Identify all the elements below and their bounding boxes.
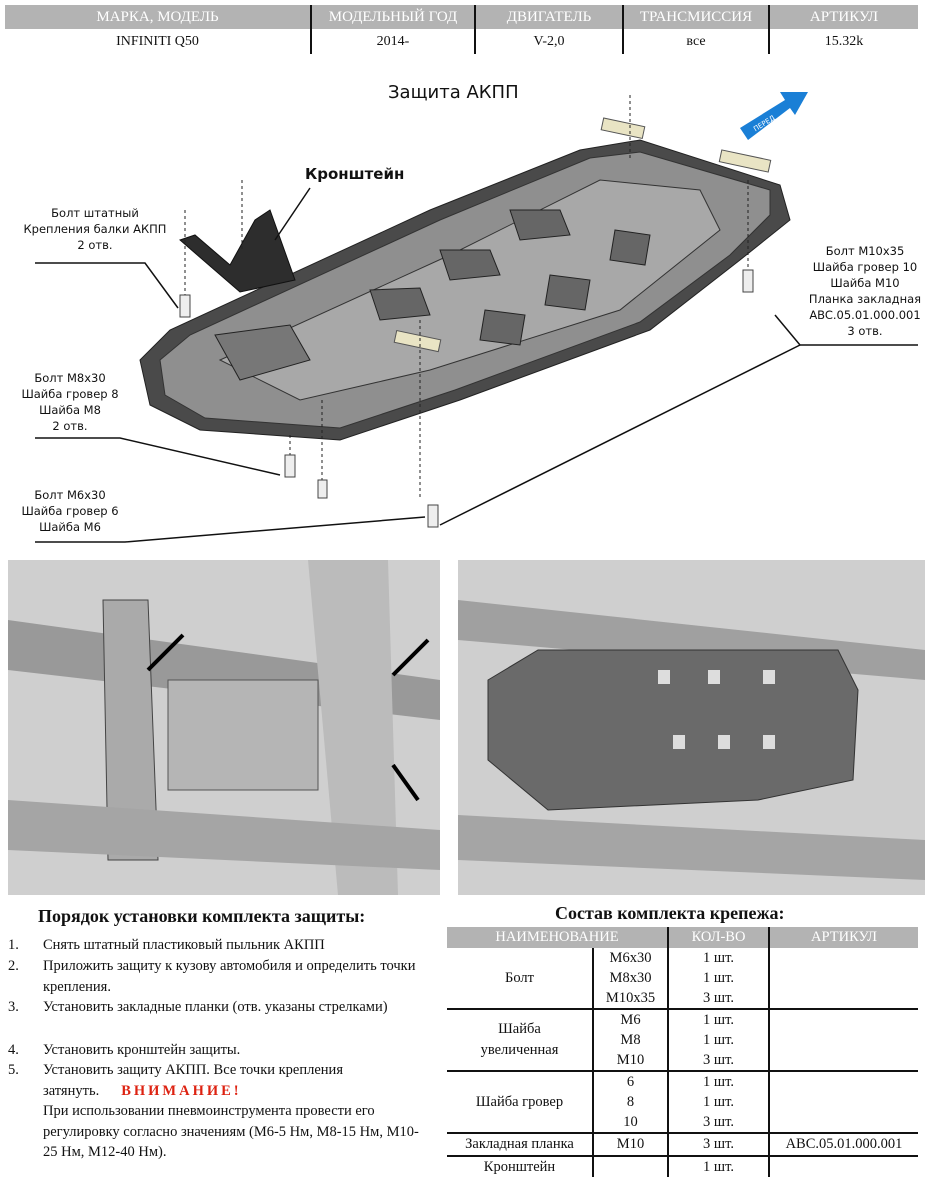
callout-line: Шайба М8	[39, 403, 101, 417]
callout-std-bolt: Болт штатный Крепления балки АКПП 2 отв.	[20, 205, 170, 253]
kit-title: Состав комплекта крепежа:	[555, 903, 785, 923]
transmission: все	[622, 29, 769, 54]
item-qty: 1 шт.1 шт.3 шт.	[667, 1009, 769, 1072]
col-make-model: МАРКА, МОДЕЛЬ	[5, 5, 311, 29]
step-number: 3.	[8, 999, 19, 1015]
item-article: ABC.05.01.000.001	[768, 1133, 918, 1157]
step-text: Приложить защиту к кузову автомобиля и о…	[43, 958, 416, 995]
col-model-year: МОДЕЛЬНЫЙ ГОД	[310, 5, 475, 29]
item-qty: 1 шт.1 шт.3 шт.	[667, 1071, 769, 1134]
item-sizes: М10	[592, 1133, 668, 1157]
callout-line: ABC.05.01.000.001	[809, 308, 921, 322]
col-name: НАИМЕНОВАНИЕ	[447, 927, 668, 948]
item-article	[768, 1071, 918, 1134]
step-number: 5.	[8, 1062, 19, 1078]
callout-m6: Болт М6х30 Шайба гровер 6 Шайба М6	[20, 487, 120, 535]
item-name: Шайба увеличенная	[447, 1009, 593, 1072]
instruction-step: 2. Приложить защиту к кузову автомобиля …	[8, 956, 428, 997]
col-article: АРТИКУЛ	[768, 5, 918, 29]
callout-line: Болт М10х35	[825, 244, 905, 258]
item-name: Кронштейн	[483, 1158, 556, 1175]
step-text: Установить закладные планки (отв. указан…	[43, 999, 388, 1015]
step-number: 2.	[8, 958, 19, 974]
bolt-icons	[179, 269, 754, 528]
photo-underbody-installed	[458, 560, 925, 895]
mounting-plates	[393, 117, 772, 353]
callout-line: 2 отв.	[77, 238, 113, 252]
callout-m10: Болт М10х35 Шайба гровер 10 Шайба М10 Пл…	[800, 243, 930, 339]
step-number: 4.	[8, 1042, 19, 1058]
kit-row-bracket: Кронштейн 1 шт.	[447, 1155, 918, 1177]
callout-line: Крепления балки АКПП	[23, 222, 167, 236]
make-model: INFINITI Q50	[116, 33, 199, 49]
model-year: 2014-	[310, 29, 475, 54]
col-transmission: ТРАНСМИССИЯ	[622, 5, 769, 29]
kit-row-mounting-plate: Закладная планка М10 3 шт. ABC.05.01.000…	[447, 1133, 918, 1157]
col-article: АРТИКУЛ	[768, 927, 918, 948]
item-qty: 3 шт.	[667, 1133, 769, 1157]
warning-label: ВНИМАНИЕ!	[121, 1082, 242, 1099]
instruction-step: 3. Установить закладные планки (отв. ука…	[8, 997, 428, 1038]
front-arrow-icon: ПЕРЕД	[740, 92, 808, 140]
item-qty: 1 шт.1 шт.3 шт.	[667, 948, 769, 1010]
instruction-step: 5. Установить защиту АКПП. Все точки кре…	[8, 1060, 428, 1170]
callout-line: Шайба М10	[830, 276, 900, 290]
step-text: Установить кронштейн защиты.	[43, 1042, 241, 1058]
item-article	[768, 1009, 918, 1072]
engine: V-2,0	[474, 29, 623, 54]
item-name: Шайба гровер	[447, 1071, 593, 1134]
item-article	[768, 948, 918, 1010]
callout-line: Шайба гровер 8	[21, 387, 119, 401]
item-sizes	[592, 1155, 668, 1177]
callout-line: Болт штатный	[51, 206, 139, 220]
bracket-part	[179, 209, 296, 293]
item-article	[768, 1155, 918, 1177]
callout-line: Шайба гровер 10	[812, 260, 918, 274]
callout-lines	[35, 187, 918, 543]
vehicle-spec-table: МАРКА, МОДЕЛЬ МОДЕЛЬНЫЙ ГОД ДВИГАТЕЛЬ ТР…	[5, 5, 918, 54]
instruction-step: 4. Установить кронштейн защиты.	[8, 1040, 428, 1061]
step-number: 1.	[8, 937, 19, 953]
instructions-title: Порядок установки комплекта защиты:	[38, 906, 366, 926]
item-name: Болт	[447, 948, 593, 1010]
torque-note: При использовании пневмоинструмента пров…	[43, 1103, 419, 1160]
callout-line: Шайба гровер 6	[21, 504, 119, 518]
photo-underbody-before	[8, 560, 440, 895]
skid-plate	[139, 139, 791, 441]
diagram-title: Защита АКПП	[388, 82, 519, 103]
article: 15.32k	[768, 29, 918, 54]
callout-line: 2 отв.	[52, 419, 88, 433]
step-text: Установить защиту АКПП. Все точки крепле…	[43, 1062, 343, 1099]
step-text: Снять штатный пластиковый пыльник АКПП	[43, 937, 325, 953]
col-qty: КОЛ-ВО	[667, 927, 769, 948]
callout-m8: Болт М8х30 Шайба гровер 8 Шайба М8 2 отв…	[20, 370, 120, 434]
item-name: Закладная планка	[447, 1133, 593, 1157]
bracket-label: Кронштейн	[305, 165, 405, 183]
callout-line: Болт М6х30	[34, 488, 106, 502]
callout-line: Шайба М6	[39, 520, 101, 534]
callout-line: Болт М8х30	[34, 371, 106, 385]
instruction-step: 1. Снять штатный пластиковый пыльник АКП…	[8, 935, 428, 956]
callout-line: Планка закладная	[808, 292, 922, 306]
step-body: Установить защиту АКПП. Все точки крепле…	[43, 1060, 433, 1163]
col-engine: ДВИГАТЕЛЬ	[474, 5, 623, 29]
item-qty: 1 шт.	[667, 1155, 769, 1177]
callout-line: 3 отв.	[847, 324, 883, 338]
exploded-diagram: ПЕРЕД	[35, 92, 918, 543]
